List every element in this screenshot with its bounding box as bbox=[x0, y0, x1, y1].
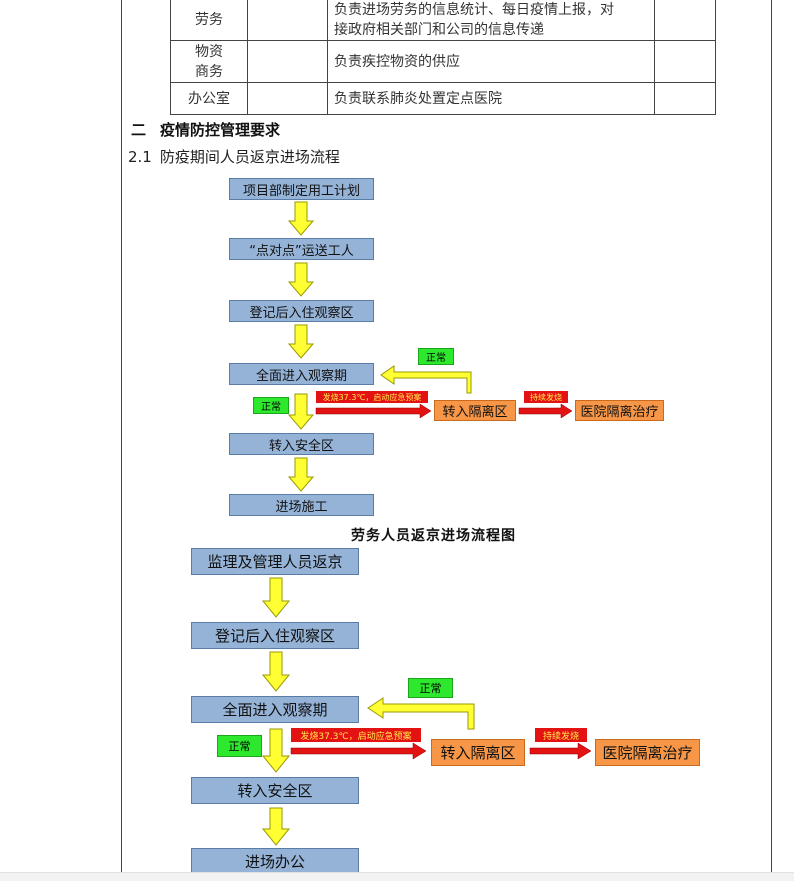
flow2-persist-fever-tag: 持续发烧 bbox=[535, 728, 587, 742]
table-cell-duty: 负责联系肺炎处置定点医院 bbox=[327, 82, 655, 115]
table-cell-empty bbox=[654, 0, 716, 41]
table-row: 办公室 负责联系肺炎处置定点医院 bbox=[170, 82, 716, 115]
right-arrow-icon bbox=[518, 403, 573, 419]
flow1-step-observe: 全面进入观察期 bbox=[229, 363, 374, 385]
table-cell-duty: 负责疾控物资的供应 bbox=[327, 40, 655, 83]
down-arrow-icon bbox=[287, 324, 315, 359]
subsection-number: 2.1 bbox=[128, 148, 152, 166]
page-border-left bbox=[121, 0, 122, 881]
flow1-step-register: 登记后入住观察区 bbox=[229, 300, 374, 322]
section-title: 疫情防控管理要求 bbox=[160, 121, 281, 139]
flow2-isolation-zone: 转入隔离区 bbox=[431, 739, 525, 766]
flow1-normal-tag-top: 正常 bbox=[418, 348, 454, 365]
flow1-normal-tag-left: 正常 bbox=[253, 397, 289, 414]
table-cell-duty: 负责进场劳务的信息统计、每日疫情上报，对 接政府相关部门和公司的信息传递 bbox=[327, 0, 655, 41]
flow1-persist-fever-tag: 持续发烧 bbox=[524, 391, 568, 403]
section-number: 二 bbox=[131, 121, 147, 139]
section-heading: 二疫情防控管理要求 bbox=[131, 119, 280, 140]
down-arrow-icon bbox=[261, 651, 291, 692]
table-cell-empty bbox=[247, 0, 328, 41]
table-row: 物资 商务 负责疾控物资的供应 bbox=[170, 40, 716, 83]
down-arrow-icon bbox=[287, 393, 315, 430]
flow1-step-enter-site: 进场施工 bbox=[229, 494, 374, 516]
table-cell-empty bbox=[247, 40, 328, 83]
duty-line: 接政府相关部门和公司的信息传递 bbox=[334, 22, 544, 38]
right-arrow-icon bbox=[529, 742, 592, 760]
table-cell-empty bbox=[654, 82, 716, 115]
down-arrow-icon bbox=[261, 728, 291, 773]
down-arrow-icon bbox=[287, 457, 315, 492]
duty-line: 负责进场劳务的信息统计、每日疫情上报，对 bbox=[334, 2, 614, 18]
flow1-isolation-zone: 转入隔离区 bbox=[434, 400, 516, 421]
table-cell-dept: 物资 商务 bbox=[170, 40, 248, 83]
page-border-right bbox=[771, 0, 772, 881]
down-arrow-icon bbox=[261, 577, 291, 618]
return-arrow-icon bbox=[367, 697, 475, 730]
right-arrow-icon bbox=[315, 403, 432, 419]
flow2-normal-tag-left: 正常 bbox=[217, 735, 262, 757]
page-bottom-band bbox=[0, 872, 794, 881]
flow2-normal-tag-top: 正常 bbox=[408, 678, 453, 698]
down-arrow-icon bbox=[287, 201, 315, 236]
flow1-step-safe-zone: 转入安全区 bbox=[229, 433, 374, 455]
flow1-step-plan: 项目部制定用工计划 bbox=[229, 178, 374, 200]
dept-line: 物资 bbox=[195, 43, 223, 60]
dept-line: 商务 bbox=[195, 63, 223, 80]
subsection-heading: 2.1 防疫期间人员返京进场流程 bbox=[128, 146, 340, 167]
responsibility-table: 劳务 负责进场劳务的信息统计、每日疫情上报，对 接政府相关部门和公司的信息传递 … bbox=[170, 0, 716, 115]
flow1-step-transport: “点对点”运送工人 bbox=[229, 238, 374, 260]
right-arrow-icon bbox=[290, 742, 427, 760]
table-cell-empty bbox=[247, 82, 328, 115]
subsection-title: 防疫期间人员返京进场流程 bbox=[159, 148, 340, 166]
table-cell-empty bbox=[654, 40, 716, 83]
flow1-hospital: 医院隔离治疗 bbox=[575, 400, 664, 421]
flowchart-caption: 劳务人员返京进场流程图 bbox=[351, 528, 516, 544]
return-arrow-icon bbox=[380, 365, 472, 394]
down-arrow-icon bbox=[287, 262, 315, 297]
flow1-fever-tag: 发烧37.3℃，启动应急预案 bbox=[316, 391, 428, 403]
flow2-step-enter-office: 进场办公 bbox=[191, 848, 359, 875]
flow2-fever-tag: 发烧37.3℃，启动应急预案 bbox=[291, 728, 421, 742]
flow2-step-safe-zone: 转入安全区 bbox=[191, 777, 359, 804]
flow2-step-register: 登记后入住观察区 bbox=[191, 622, 359, 649]
flow2-step-observe: 全面进入观察期 bbox=[191, 696, 359, 723]
flow2-hospital: 医院隔离治疗 bbox=[595, 739, 700, 766]
flow2-step-return: 监理及管理人员返京 bbox=[191, 548, 359, 575]
table-cell-dept: 劳务 bbox=[170, 0, 248, 41]
table-row: 劳务 负责进场劳务的信息统计、每日疫情上报，对 接政府相关部门和公司的信息传递 bbox=[170, 0, 716, 41]
down-arrow-icon bbox=[261, 807, 291, 846]
table-cell-dept: 办公室 bbox=[170, 82, 248, 115]
